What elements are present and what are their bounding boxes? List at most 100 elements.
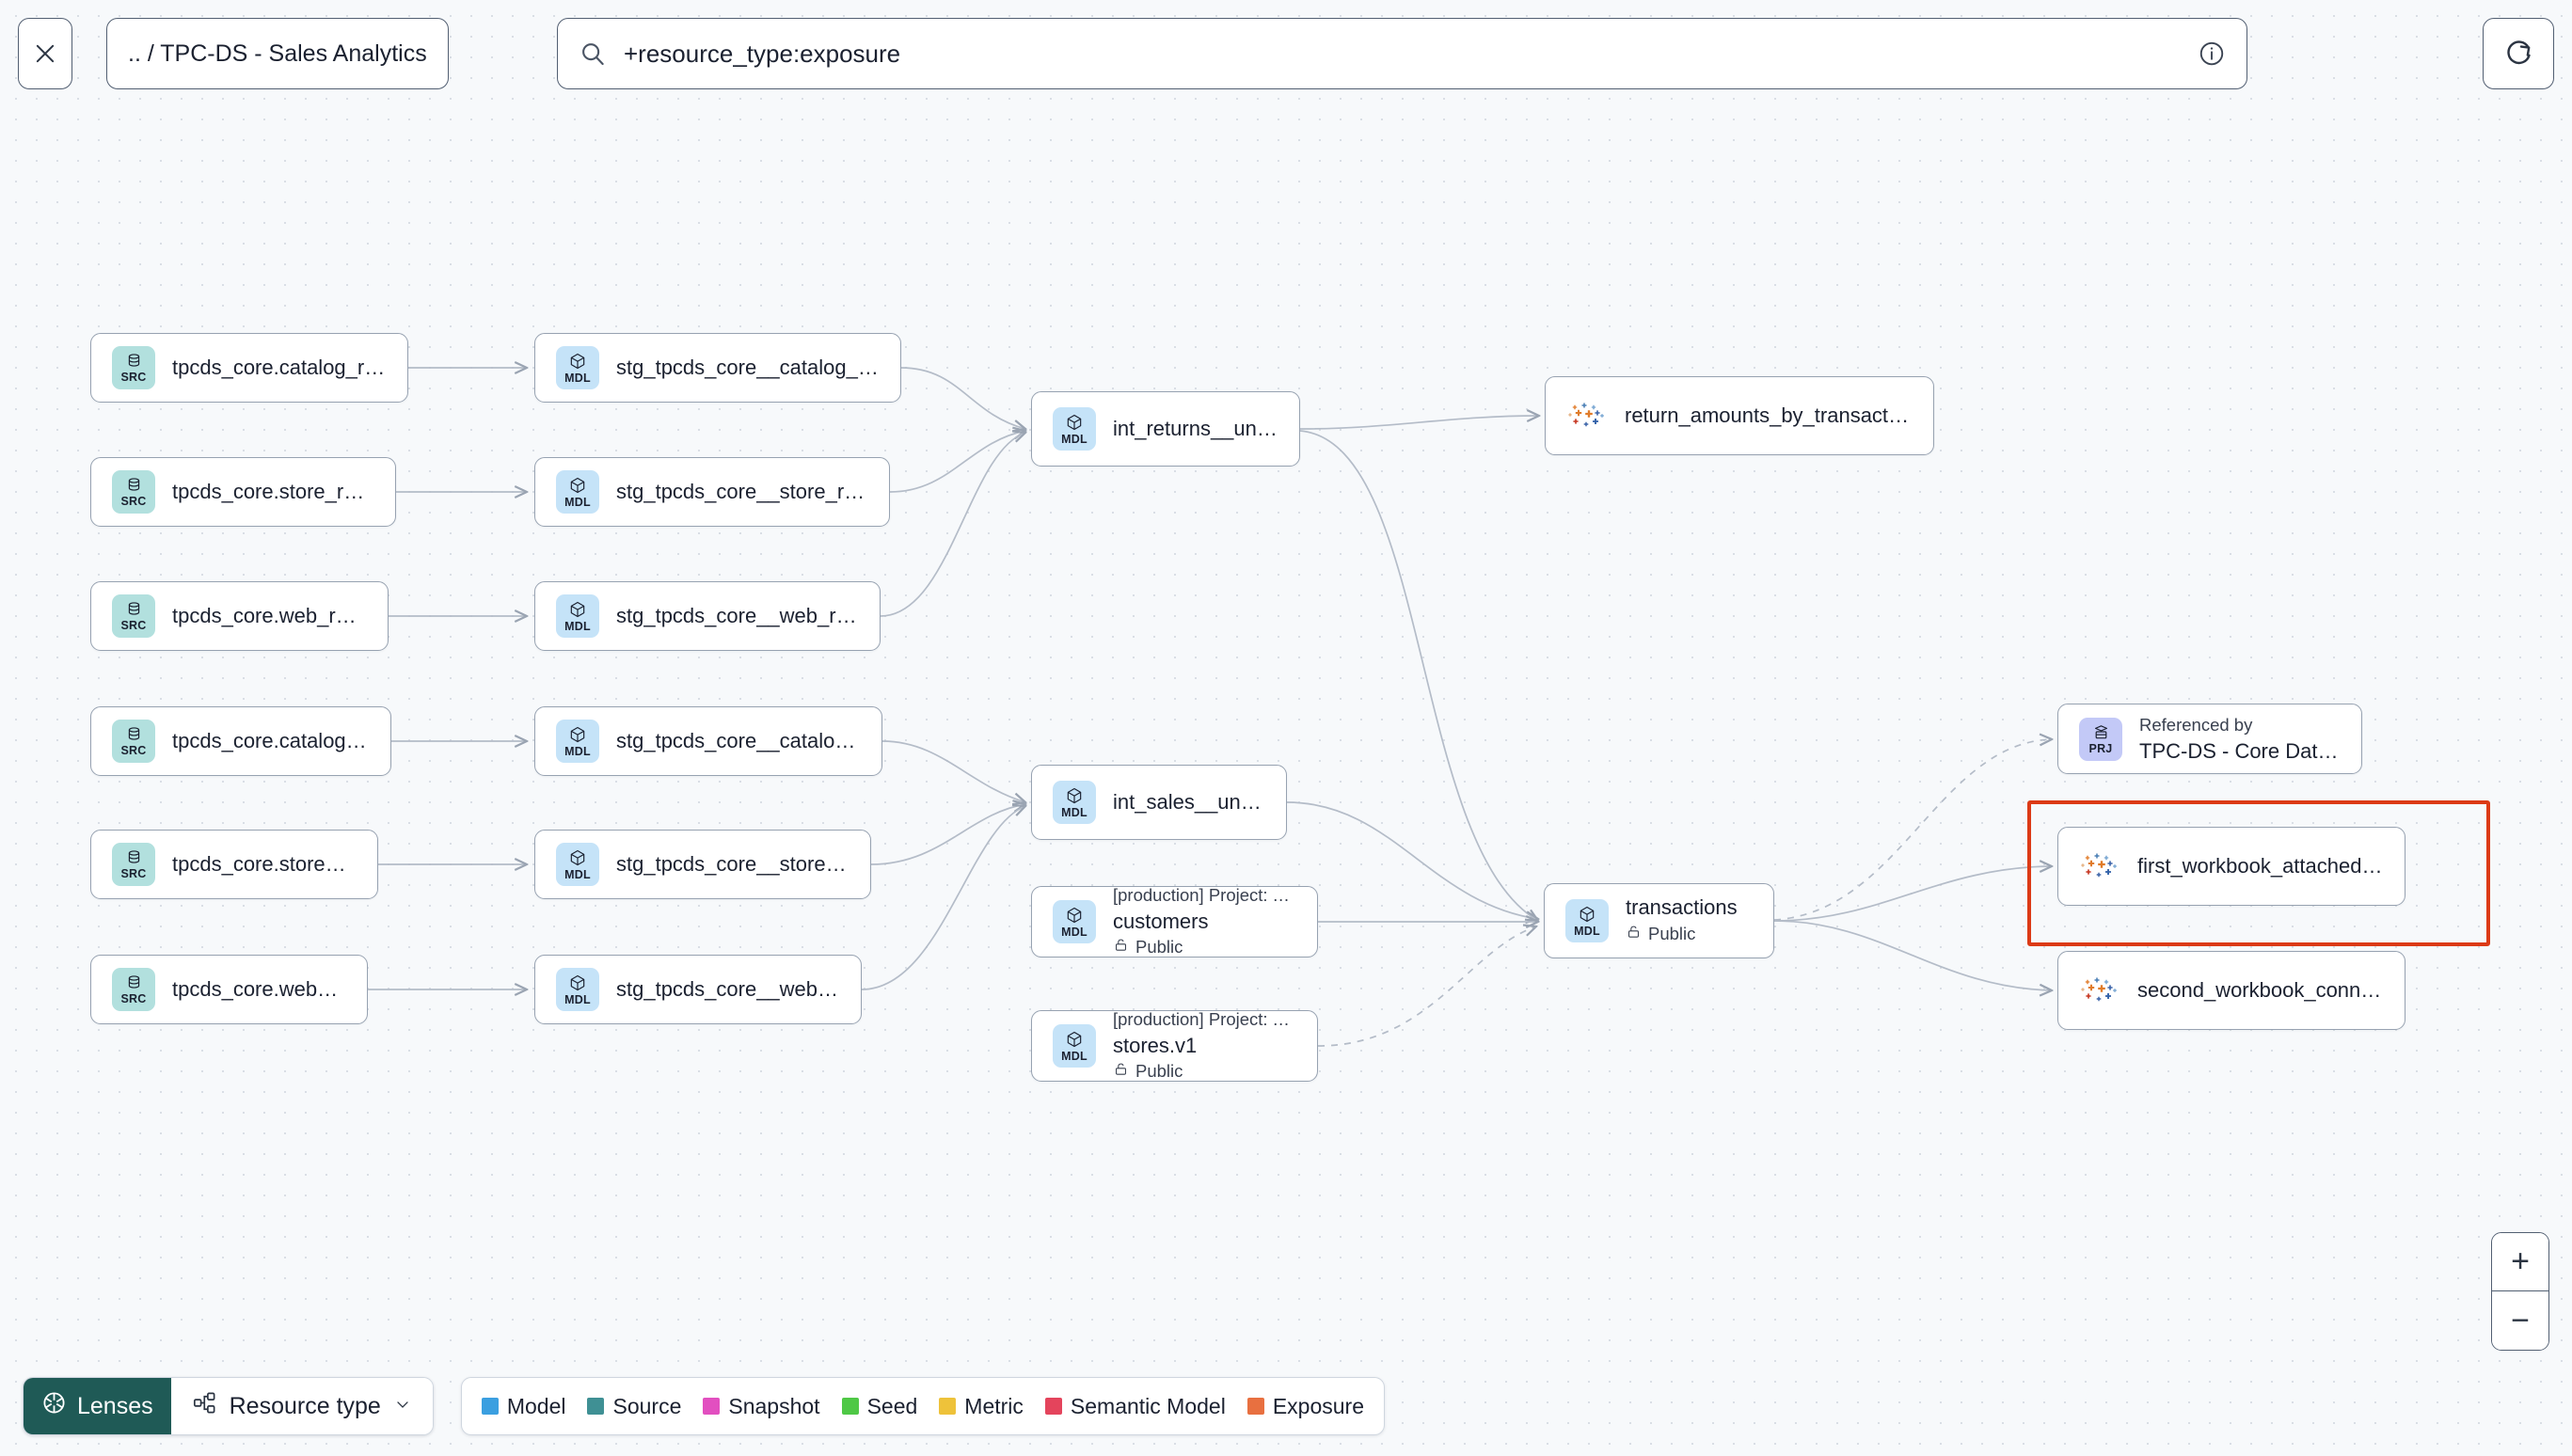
lineage-node-src_catalog_returns[interactable]: SRC tpcds_core.catalog_returns	[90, 333, 408, 403]
lineage-node-customers[interactable]: MDL [production] Project: TPC-DS - Core D…	[1031, 883, 1318, 960]
node-access-level: Public	[1113, 1059, 1296, 1084]
lenses-label: Lenses	[77, 1392, 153, 1419]
node-access-level: Public	[1626, 922, 1738, 947]
node-subtitle: [production] Project: TPC-DS - Core Data…	[1113, 1008, 1296, 1029]
node-type-badge-label: MDL	[1061, 805, 1088, 819]
legend-swatch	[1246, 1398, 1264, 1415]
lineage-node-stg_web_returns[interactable]: MDL stg_tpcds_core__web_returns	[534, 581, 881, 651]
node-type-badge-prj: PRJ	[2079, 717, 2122, 761]
node-title: stg_tpcds_core__catalog_sales	[616, 728, 861, 752]
node-type-badge-label: SRC	[120, 744, 147, 758]
node-type-badge-mdl: MDL	[556, 470, 599, 514]
lock-icon	[1626, 922, 1642, 947]
node-type-badge-label: SRC	[120, 371, 147, 385]
zoom-in-button[interactable]: +	[2492, 1233, 2548, 1291]
node-type-badge-mdl: MDL	[556, 968, 599, 1011]
node-type-badge-mdl: MDL	[1053, 1024, 1096, 1068]
lineage-node-first_workbook[interactable]: first_workbook_attached_to_tpc-ds_-_…	[2057, 827, 2405, 906]
lineage-node-stg_web_sales[interactable]: MDL stg_tpcds_core__web_sales	[534, 955, 862, 1024]
node-title: stg_tpcds_core__web_returns	[616, 603, 859, 627]
search-icon	[579, 40, 607, 68]
lineage-node-src_web_sales[interactable]: SRC tpcds_core.web_sales	[90, 955, 368, 1024]
node-type-badge-src: SRC	[112, 843, 155, 886]
legend-swatch	[841, 1398, 859, 1415]
legend-item-snapshot[interactable]: Snapshot	[703, 1394, 820, 1419]
lineage-node-stores_v1[interactable]: MDL [production] Project: TPC-DS - Core D…	[1031, 1008, 1318, 1084]
lenses-button[interactable]: Lenses	[24, 1378, 171, 1434]
node-title: stg_tpcds_core__web_sales	[616, 976, 840, 1001]
lineage-node-src_store_sales[interactable]: SRC tpcds_core.store_sales	[90, 830, 378, 899]
node-title: tpcds_core.store_returns	[172, 479, 374, 503]
node-type-badge-label: MDL	[564, 495, 591, 509]
node-type-badge-src: SRC	[112, 594, 155, 638]
node-subtitle: [production] Project: TPC-DS - Core Data…	[1113, 884, 1296, 905]
node-text: stg_tpcds_core__store_returns	[616, 479, 868, 506]
node-type-badge-mdl: MDL	[556, 594, 599, 638]
tableau-workbook-icon	[2079, 847, 2119, 886]
node-type-badge-label: SRC	[120, 992, 147, 1006]
node-text: tpcds_core.catalog_sales	[172, 728, 370, 755]
node-type-badge-src: SRC	[112, 720, 155, 763]
node-text: stg_tpcds_core__store_sales	[616, 851, 849, 878]
legend-label: Semantic Model	[1070, 1393, 1226, 1418]
node-text: stg_tpcds_core__catalog_sales	[616, 728, 861, 755]
node-title: tpcds_core.web_sales	[172, 976, 346, 1001]
info-icon[interactable]	[2198, 40, 2226, 68]
legend-item-exposure[interactable]: Exposure	[1246, 1394, 1364, 1419]
refresh-icon	[2507, 40, 2531, 65]
node-type-badge-label: SRC	[120, 867, 147, 881]
node-type-badge-label: PRJ	[2088, 741, 2113, 755]
legend-item-source[interactable]: Source	[587, 1394, 681, 1419]
legend-swatch	[939, 1398, 957, 1415]
lineage-node-stg_store_returns[interactable]: MDL stg_tpcds_core__store_returns	[534, 457, 890, 527]
node-title: int_returns__unioned	[1113, 416, 1278, 440]
zoom-out-button[interactable]: −	[2492, 1291, 2548, 1350]
node-text: [production] Project: TPC-DS - Core Data…	[1113, 883, 1296, 960]
legend-label: Metric	[964, 1393, 1024, 1418]
node-title: tpcds_core.catalog_sales	[172, 728, 370, 752]
lineage-node-second_workbook[interactable]: second_workbook_connected_to_live…	[2057, 951, 2405, 1030]
close-button[interactable]	[18, 18, 72, 89]
lineage-node-return_amounts[interactable]: return_amounts_by_transaction_type	[1545, 376, 1934, 455]
lock-icon	[1113, 935, 1129, 960]
node-type-badge-src: SRC	[112, 968, 155, 1011]
node-access-label: Public	[1648, 923, 1696, 943]
resource-type-dropdown[interactable]: Resource type	[170, 1378, 433, 1434]
node-type-badge-mdl: MDL	[1053, 781, 1096, 824]
lineage-node-int_returns_unioned[interactable]: MDL int_returns__unioned	[1031, 391, 1300, 467]
node-type-badge-mdl: MDL	[1053, 407, 1096, 451]
chevron-down-icon	[393, 1393, 412, 1420]
aperture-icon	[41, 1390, 67, 1422]
search-input[interactable]	[624, 39, 2186, 69]
node-title: return_amounts_by_transaction_type	[1625, 403, 1913, 427]
node-title: TPC-DS - Core Data Models	[2139, 738, 2341, 763]
legend-item-metric[interactable]: Metric	[939, 1394, 1024, 1419]
legend-swatch	[1044, 1398, 1062, 1415]
legend-item-seed[interactable]: Seed	[841, 1394, 917, 1419]
node-title: stg_tpcds_core__catalog_returns	[616, 355, 880, 379]
node-type-badge-label: MDL	[1061, 432, 1088, 446]
legend-item-semantic-model[interactable]: Semantic Model	[1044, 1393, 1226, 1419]
breadcrumb[interactable]: .. / TPC-DS - Sales Analytics	[106, 18, 449, 89]
resource-type-label: Resource type	[229, 1392, 381, 1419]
search-bar[interactable]	[557, 18, 2247, 89]
node-access-label: Public	[1135, 1061, 1183, 1082]
lineage-node-src_catalog_sales[interactable]: SRC tpcds_core.catalog_sales	[90, 706, 391, 776]
node-text: tpcds_core.web_sales	[172, 976, 346, 1004]
node-title: tpcds_core.store_sales	[172, 851, 357, 876]
node-title: stg_tpcds_core__store_sales	[616, 851, 849, 876]
refresh-button[interactable]	[2483, 18, 2554, 89]
node-type-badge-label: MDL	[564, 992, 591, 1006]
node-type-badge-label: MDL	[1061, 925, 1088, 939]
legend-item-model[interactable]: Model	[481, 1394, 565, 1419]
node-text: tpcds_core.catalog_returns	[172, 355, 387, 382]
